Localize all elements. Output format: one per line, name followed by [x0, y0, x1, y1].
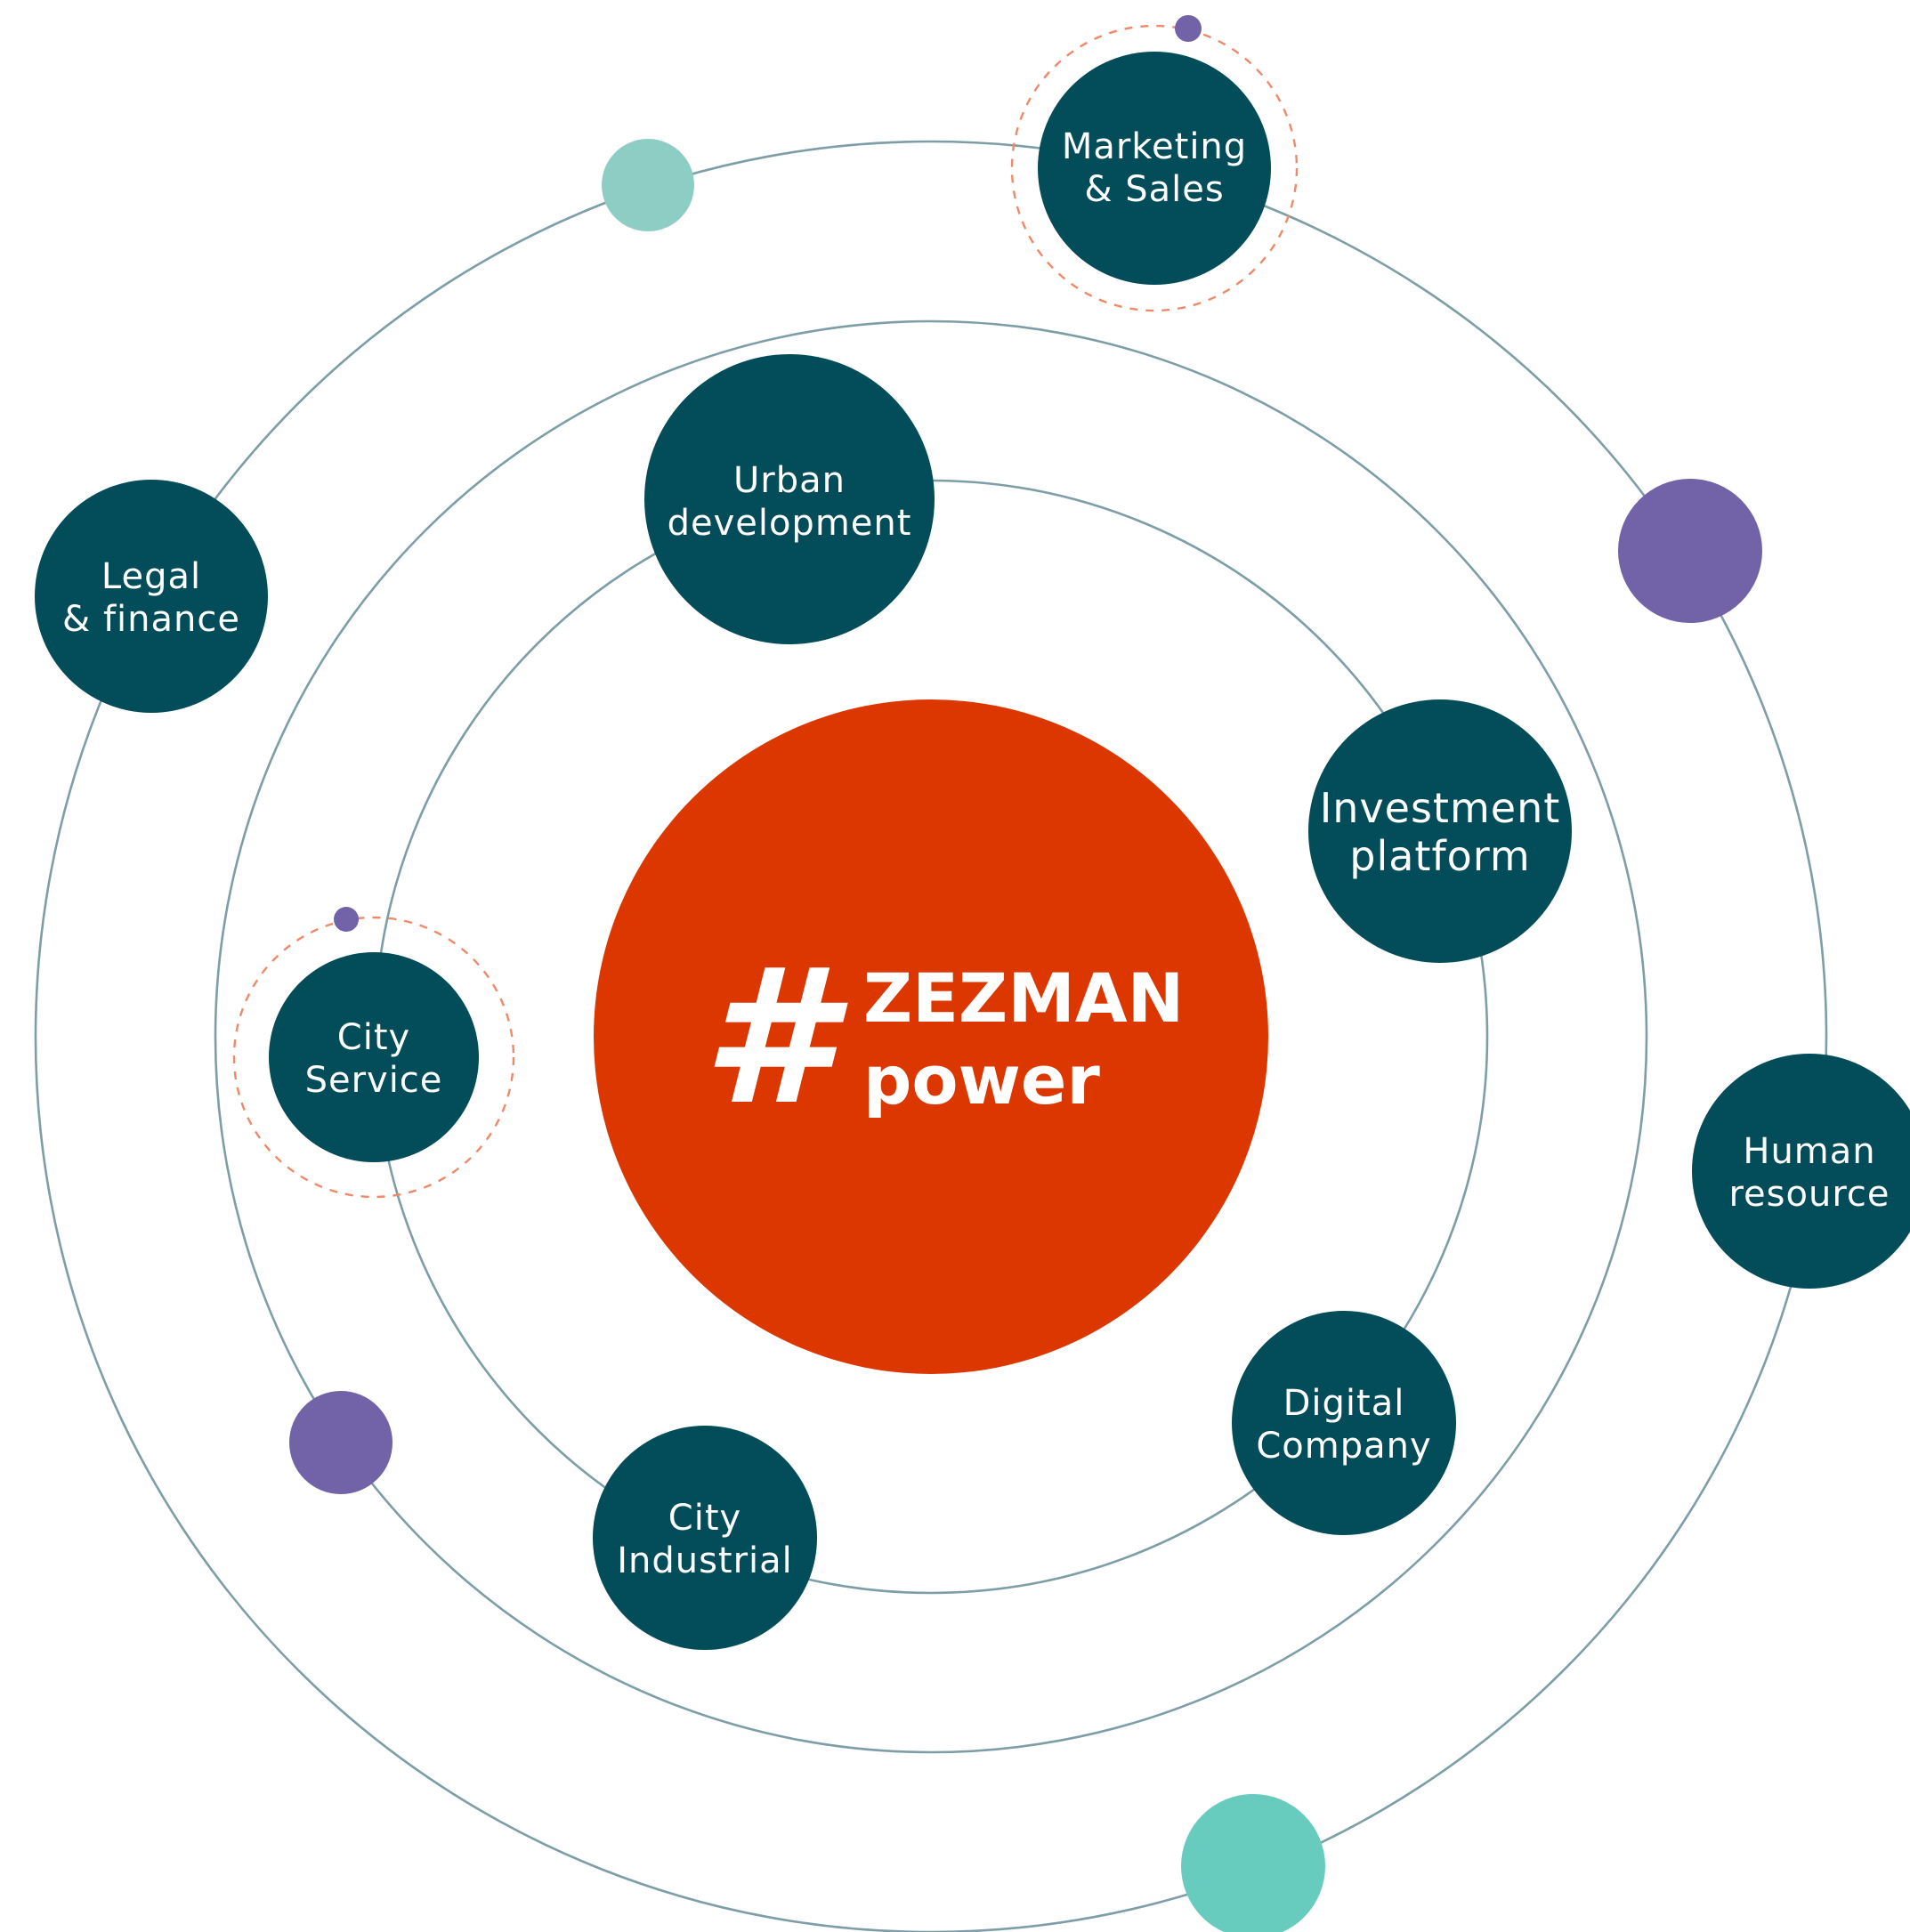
node-label-line2: resource: [1728, 1174, 1890, 1215]
node-marketing-sales: Marketing & Sales: [1038, 52, 1271, 285]
center-circle: [594, 699, 1268, 1374]
node-label-line1: Legal: [101, 556, 201, 597]
node-circle: [1232, 1311, 1456, 1535]
brand-tagline: power: [863, 1040, 1100, 1120]
node-circle: [593, 1426, 817, 1650]
node-digital-company: Digital Company: [1232, 1311, 1456, 1535]
node-label-line1: Marketing: [1062, 126, 1247, 167]
node-legal-finance: Legal & finance: [35, 480, 268, 713]
node-circle: [1308, 699, 1572, 963]
node-urban-development: Urban development: [644, 354, 935, 644]
node-circle: [1692, 1054, 1910, 1289]
center-hub: # ZEZMAN power: [594, 699, 1268, 1374]
node-label-line1: Investment: [1320, 784, 1561, 832]
middle-orbit: [214, 319, 1648, 1754]
node-circle: [644, 354, 935, 644]
purple-dot-right: [1618, 479, 1762, 623]
node-label-line2: Industrial: [617, 1540, 793, 1581]
purple-dot-left: [289, 1391, 393, 1494]
node-label-line2: & finance: [62, 599, 240, 640]
node-label-line2: Service: [305, 1060, 443, 1101]
node-label-line1: City: [668, 1498, 741, 1539]
hashtag-symbol: #: [702, 928, 848, 1146]
purple-satellite-marketing: [1175, 15, 1202, 42]
marketing-sales-halo: [1010, 24, 1299, 312]
node-label-line1: Digital: [1283, 1383, 1405, 1424]
node-label-line1: City: [337, 1017, 410, 1058]
node-label-line2: development: [668, 503, 912, 544]
node-label-line2: & Sales: [1084, 169, 1224, 210]
node-label-line1: Urban: [733, 460, 846, 501]
city-service-halo: [232, 916, 515, 1199]
teal-dot-top: [602, 139, 694, 231]
node-label-line2: platform: [1349, 832, 1530, 880]
node-label-line2: Company: [1256, 1426, 1431, 1467]
node-city-industrial: City Industrial: [593, 1426, 817, 1650]
purple-satellite-city-service: [334, 907, 359, 932]
node-circle: [35, 480, 268, 713]
node-human-resource: Human resource: [1692, 1054, 1910, 1289]
node-city-service: City Service: [269, 952, 479, 1162]
brand-name: ZEZMAN: [863, 958, 1184, 1038]
node-investment-platform: Investment platform: [1308, 699, 1572, 963]
node-circle: [1038, 52, 1271, 285]
outer-orbit: [35, 141, 1827, 1932]
teal-dot-bottom: [1181, 1794, 1325, 1932]
node-circle: [269, 952, 479, 1162]
node-label-line1: Human: [1743, 1131, 1875, 1172]
